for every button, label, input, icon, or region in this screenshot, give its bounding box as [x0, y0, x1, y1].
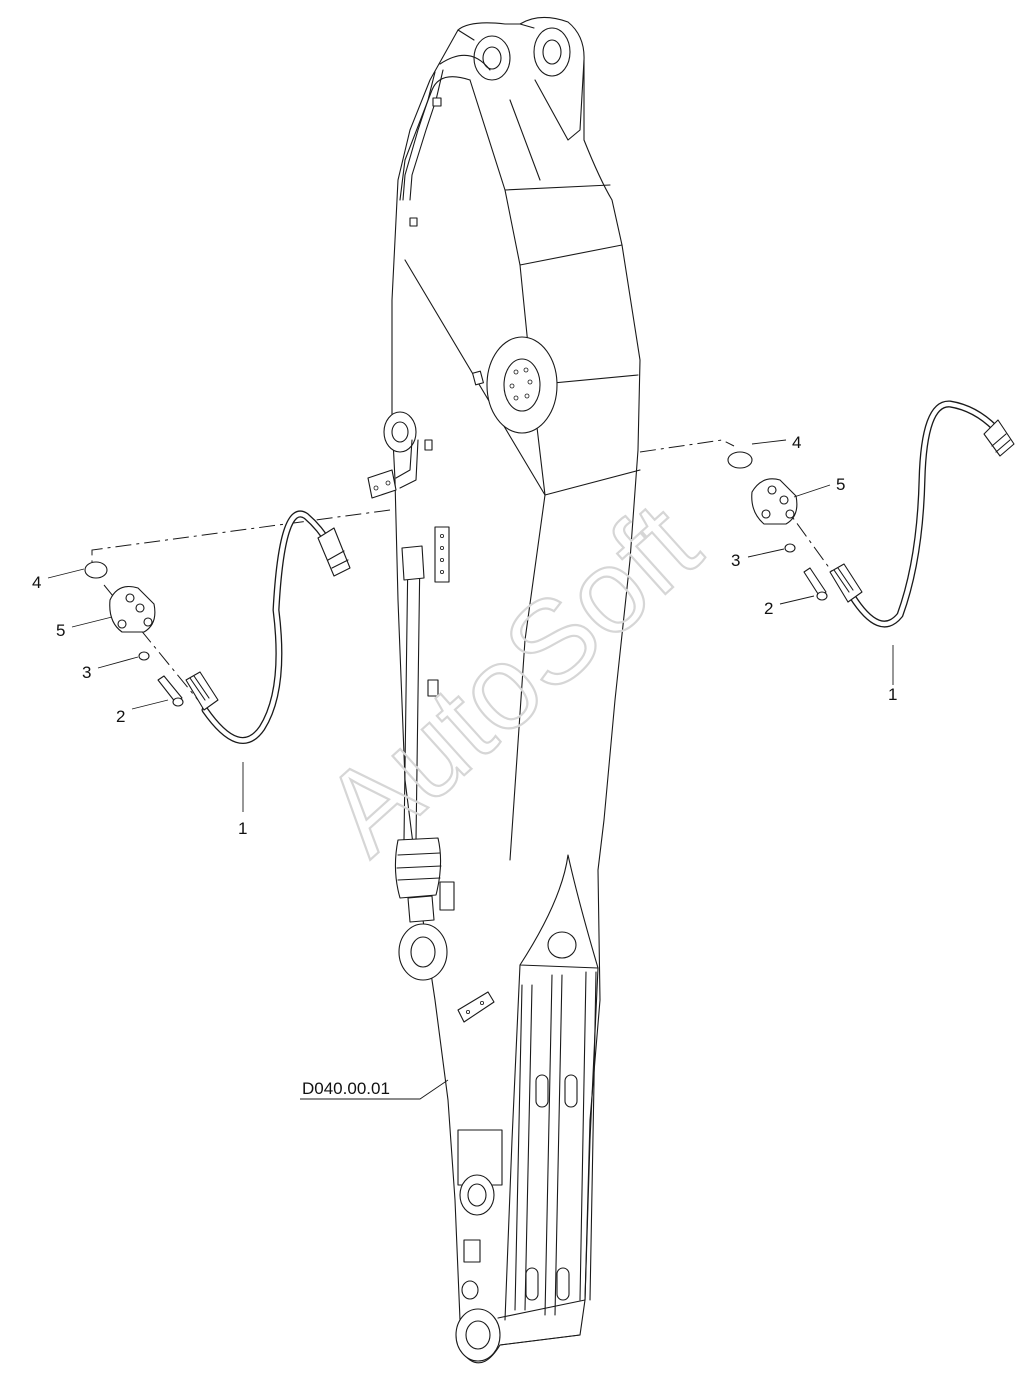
right-hose-assembly: [639, 400, 1015, 628]
left-hose-assembly: [84, 509, 391, 744]
left-hose: [185, 510, 351, 744]
callout-left-washer: 3: [82, 663, 91, 682]
right-o-ring: [727, 451, 753, 469]
callout-left-bolt: 2: [116, 707, 125, 726]
left-split-flange: [109, 585, 156, 633]
right-washer: [784, 543, 796, 553]
left-o-ring: [84, 561, 108, 579]
callout-right-washer: 3: [731, 551, 740, 570]
boss-bolts: [509, 367, 533, 401]
callout-left-oring: 4: [32, 573, 41, 592]
callout-right-bolt: 2: [764, 599, 773, 618]
callouts: 1 2 3 5 4 1 2 3 4 5 D040.00.01: [32, 433, 897, 1098]
callout-right-hose: 1: [888, 685, 897, 704]
right-split-flange: [751, 478, 798, 525]
left-washer: [138, 651, 150, 661]
callout-left-flange: 5: [56, 621, 65, 640]
leader-lines: [47, 439, 894, 1100]
callout-left-hose: 1: [238, 819, 247, 838]
right-hose: [829, 400, 1015, 628]
callout-right-flange: 5: [836, 475, 845, 494]
callout-right-oring: 4: [792, 433, 801, 452]
right-bolt: [803, 567, 828, 601]
left-bolt: [157, 675, 184, 707]
boom-assembly: [367, 16, 641, 1364]
reference-label: D040.00.01: [302, 1079, 390, 1098]
